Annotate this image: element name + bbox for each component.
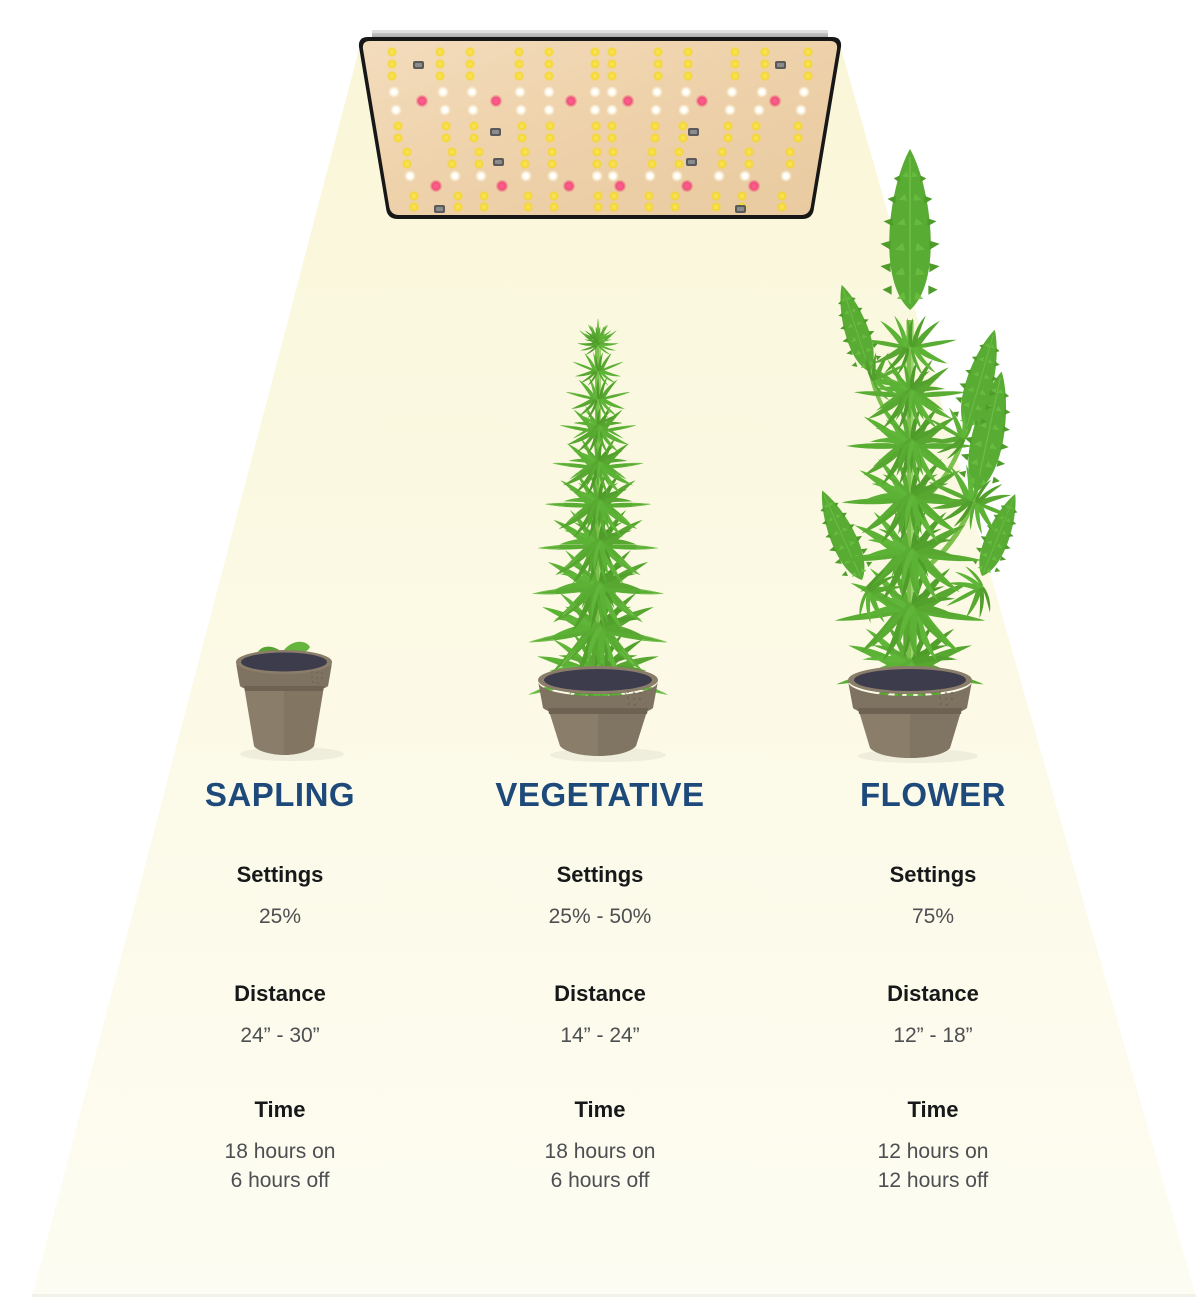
field-value-time-line2: 12 hours off: [877, 1168, 989, 1192]
spacer: [110, 932, 450, 982]
field-value-settings: 25%: [258, 905, 302, 929]
field-value-distance: 24” - 30”: [240, 1023, 320, 1047]
spacer: [450, 932, 750, 982]
field-value-time-line1: 12 hours on: [877, 1140, 989, 1164]
field-value-distance: 12” - 18”: [893, 1023, 973, 1047]
leafy-cannabis-plant-in-pot: [513, 318, 683, 762]
vegetative-plant-graphic: [480, 300, 720, 765]
field-value-time-line1: 18 hours on: [544, 1140, 656, 1164]
sapling-plant-graphic: [214, 628, 354, 763]
stage-column-vegetative: VEGETATIVE Settings 25% - 50% Distance 1…: [450, 778, 750, 1195]
field-settings-vegetative: Settings 25% - 50%: [450, 862, 750, 932]
flower-plant-graphic: [770, 110, 1050, 765]
driver-chip-group: [413, 61, 786, 213]
field-time-flower: Time 12 hours on 12 hours off: [798, 1097, 1068, 1195]
field-value-time-line2: 6 hours off: [550, 1168, 650, 1192]
spacer: [110, 1050, 450, 1098]
spacer: [798, 1050, 1068, 1098]
stage-column-sapling: SAPLING Settings 25% Distance 24” - 30” …: [110, 778, 450, 1195]
field-distance-vegetative: Distance 14” - 24”: [450, 980, 750, 1051]
led-grow-light-panel[interactable]: [350, 28, 850, 228]
led-white-group: [388, 86, 810, 182]
spacer: [450, 1050, 750, 1098]
led-panel-graphic: [358, 30, 842, 219]
field-value-time-line2: 6 hours off: [230, 1168, 330, 1192]
led-pink-group: [415, 94, 782, 193]
flowering-cannabis-plant-in-pot: [805, 148, 1031, 763]
field-time-vegetative: Time 18 hours on 6 hours off: [450, 1097, 750, 1195]
led-yellow-group: [386, 46, 814, 213]
field-label-distance: Distance: [887, 980, 979, 1006]
field-label-distance: Distance: [234, 980, 326, 1006]
field-value-distance: 14” - 24”: [560, 1023, 640, 1047]
field-label-settings: Settings: [556, 862, 644, 887]
stage-title-vegetative: VEGETATIVE: [495, 776, 705, 813]
field-label-distance: Distance: [554, 980, 646, 1006]
field-distance-sapling: Distance 24” - 30”: [110, 980, 450, 1051]
field-distance-flower: Distance 12” - 18”: [798, 980, 1068, 1051]
field-label-time: Time: [574, 1097, 626, 1123]
field-time-sapling: Time 18 hours on 6 hours off: [110, 1097, 450, 1195]
field-settings-sapling: Settings 25%: [110, 862, 450, 932]
field-label-time: Time: [907, 1097, 959, 1123]
seedling-in-pot: [236, 641, 344, 761]
led-array: [386, 46, 814, 213]
field-value-settings: 75%: [911, 905, 955, 929]
field-value-settings: 25% - 50%: [548, 905, 652, 929]
stage-columns: SAPLING Settings 25% Distance 24” - 30” …: [0, 778, 1200, 1195]
field-label-time: Time: [254, 1097, 306, 1123]
stage-column-flower: FLOWER Settings 75% Distance 12” - 18” T…: [798, 778, 1068, 1195]
field-label-settings: Settings: [236, 862, 324, 887]
field-value-time-line1: 18 hours on: [224, 1140, 336, 1164]
field-label-settings: Settings: [889, 862, 977, 887]
stage-title-flower: FLOWER: [860, 776, 1006, 813]
field-settings-flower: Settings 75%: [798, 862, 1068, 932]
spacer: [798, 932, 1068, 982]
stage-title-sapling: SAPLING: [204, 776, 356, 813]
